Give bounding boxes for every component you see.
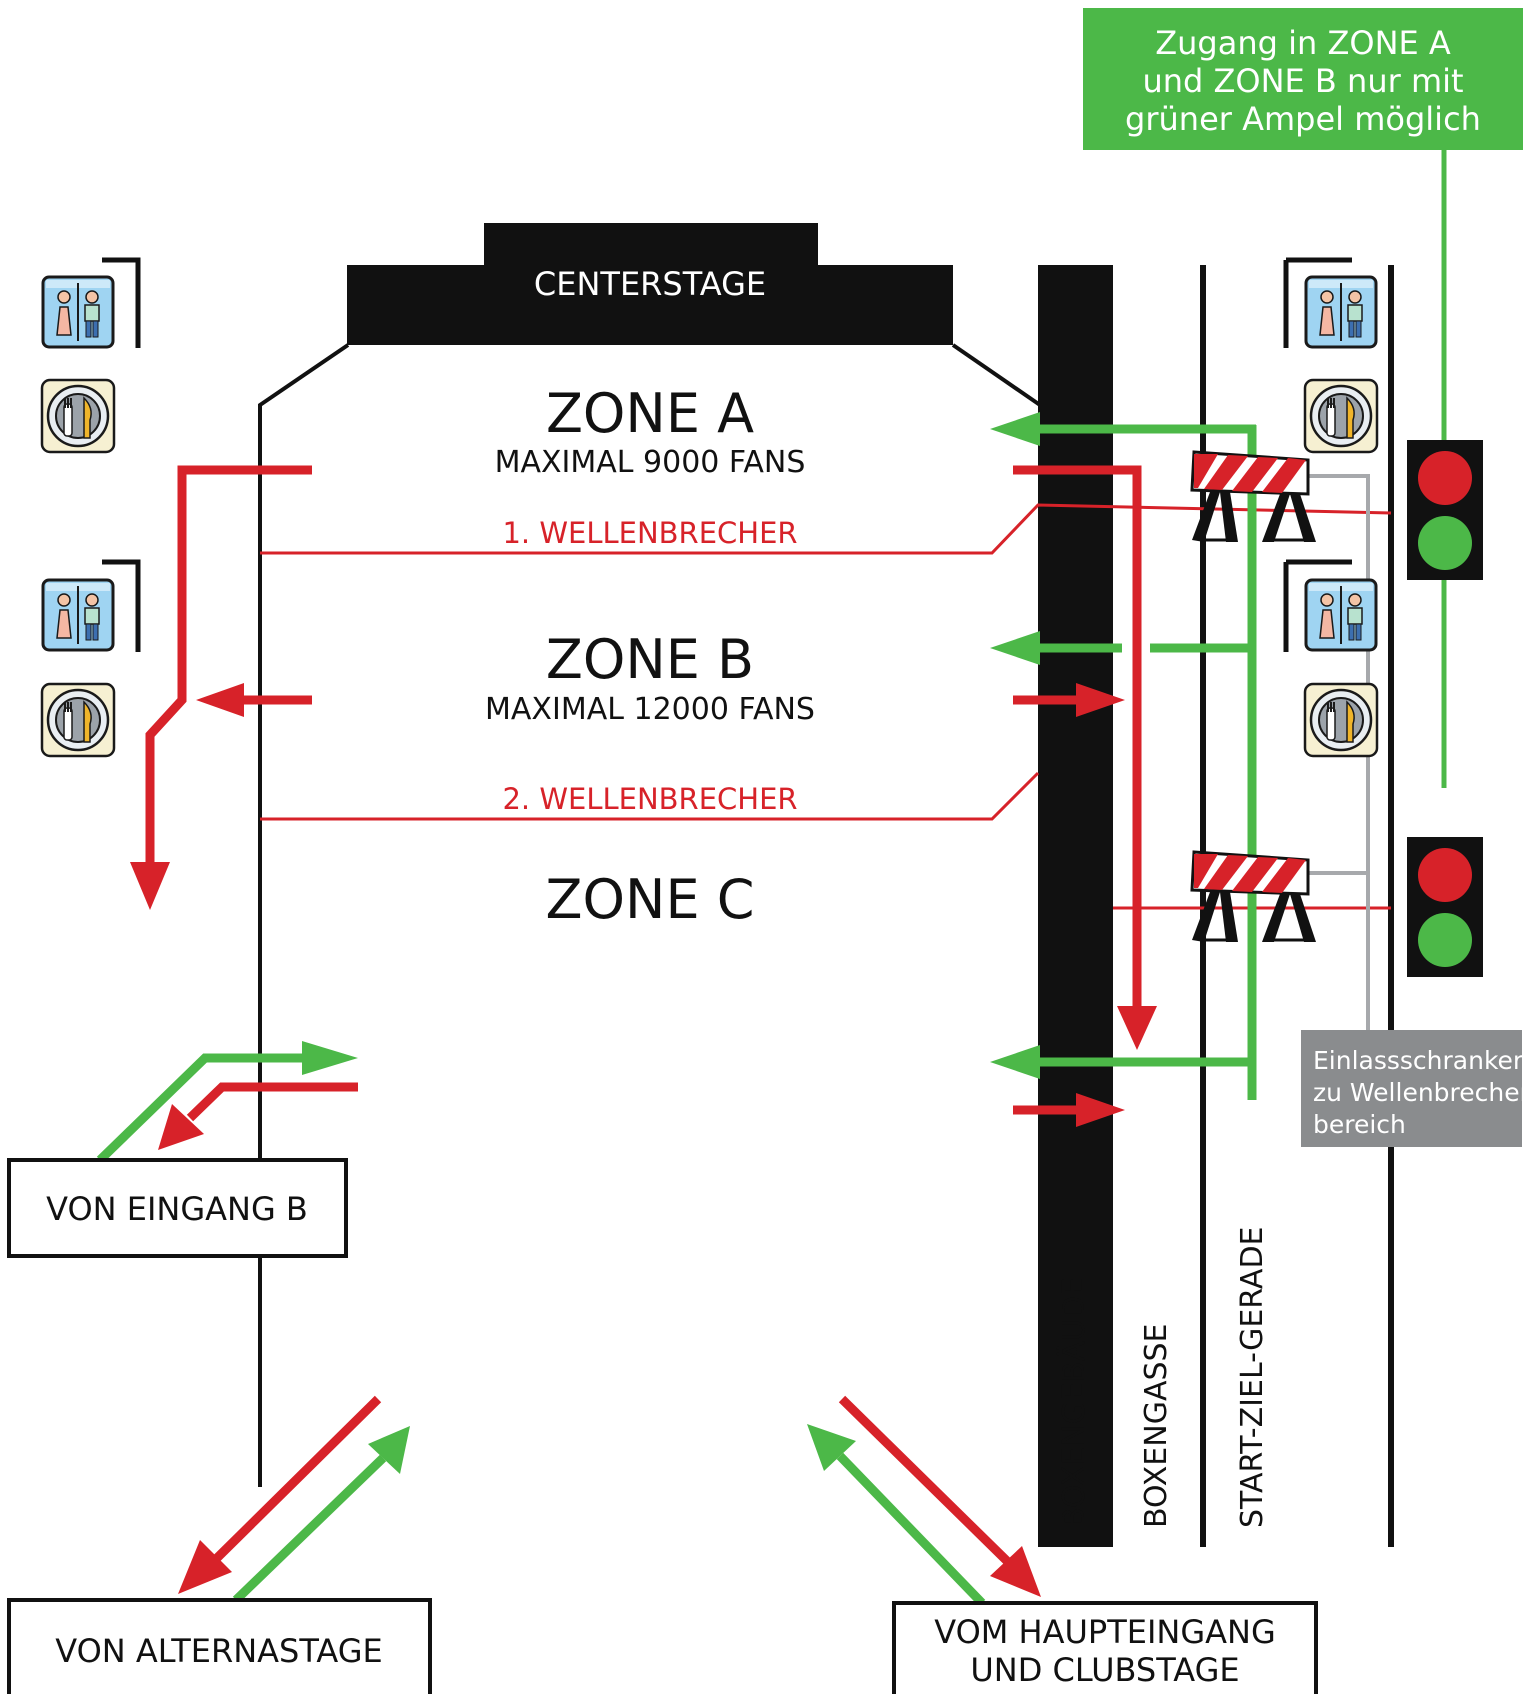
toilet-icon — [1304, 578, 1378, 652]
boxengasse-label: BOXENGASSE — [1139, 1323, 1174, 1528]
centerstage-label: CENTERSTAGE — [534, 265, 766, 303]
green-note-line-3: grüner Ampel möglich — [1125, 100, 1481, 138]
entrance-alternastage-label: VON ALTERNASTAGE — [55, 1632, 382, 1670]
start-ziel-gerade-label: START-ZIEL-GERADE — [1235, 1227, 1270, 1529]
exit-route-alternastage — [211, 1395, 382, 1564]
entrance-eingang-b-label: VON EINGANG B — [46, 1190, 308, 1228]
exit-arrowhead-alternastage — [178, 1540, 232, 1594]
green-access-a-head — [990, 412, 1040, 446]
zone-b-exit-right-head — [1076, 683, 1125, 717]
entry-arrowhead-haupteingang — [807, 1424, 856, 1471]
zone-c-title: ZONE C — [546, 868, 755, 931]
green-access-c-head — [990, 1045, 1040, 1079]
toilet-icon — [41, 275, 115, 349]
green-note-line-2: und ZONE B nur mit — [1142, 62, 1463, 100]
green-note-line-1: Zugang in ZONE A — [1155, 24, 1451, 62]
entrance-box-haupteingang: VOM HAUPTEINGANG UND CLUBSTAGE — [892, 1601, 1318, 1694]
gray-note-line-2: zu Wellenbrecher- — [1313, 1078, 1526, 1107]
entry-arrowhead-alternastage — [368, 1426, 410, 1474]
wellenbrecher-1-line — [260, 503, 1392, 555]
entry-route-eingang-b — [96, 1053, 305, 1164]
exit-arrowhead-right — [1117, 1006, 1157, 1050]
exit-route-eingang-b — [186, 1082, 358, 1122]
exit-arrowhead-left — [130, 862, 170, 910]
green-access-note: Zugang in ZONE A und ZONE B nur mit grün… — [1083, 8, 1523, 150]
entrance-box-eingang-b: VON EINGANG B — [7, 1158, 348, 1258]
exit-arrowhead-haupteingang — [990, 1546, 1041, 1597]
toilet-icon — [1304, 275, 1378, 349]
gate-control-line — [1305, 474, 1370, 1030]
exit-route-right — [1013, 465, 1142, 1010]
traffic-light-icon — [1407, 440, 1483, 580]
restaurant-icon — [40, 682, 116, 758]
venue-outline-right — [951, 343, 1042, 407]
gray-note-line-3: bereich — [1313, 1110, 1406, 1139]
zone-a-capacity: MAXIMAL 9000 FANS — [495, 445, 806, 480]
toilet-icon — [41, 578, 115, 652]
entry-arrowhead-eingang-b — [302, 1041, 358, 1075]
zone-c-exit-right-head — [1076, 1093, 1125, 1127]
exit-arrowhead-eingang-b — [158, 1104, 204, 1150]
green-access-b-head — [990, 631, 1040, 665]
entry-route-haupteingang — [836, 1452, 986, 1607]
corner-bracket — [102, 257, 1352, 652]
restaurant-icon — [1303, 682, 1379, 758]
boxengebaeude-label: BOXENGEBÄUDE — [1056, 1277, 1092, 1528]
entrance-haupteingang-line-2: UND CLUBSTAGE — [970, 1651, 1239, 1689]
exit-route-left — [145, 465, 312, 865]
gray-note-line-1: Einlassschranken — [1313, 1046, 1526, 1075]
traffic-light-icon — [1407, 837, 1483, 977]
zone-b-capacity: MAXIMAL 12000 FANS — [485, 692, 815, 727]
zone-b-exit-left-head — [196, 683, 244, 717]
wellenbrecher-2-line — [260, 771, 1040, 821]
zone-a-title: ZONE A — [546, 382, 754, 445]
exit-route-haupteingang — [838, 1395, 1012, 1566]
venue-outline-left — [258, 343, 350, 1487]
wellenbrecher-2-label: 2. WELLENBRECHER — [502, 782, 797, 816]
zone-b-title: ZONE B — [546, 628, 754, 691]
wellenbrecher-1-label: 1. WELLENBRECHER — [502, 516, 797, 550]
restaurant-icon — [1303, 378, 1379, 454]
entry-route-alternastage — [232, 1454, 387, 1604]
boxengebaeude — [1038, 265, 1113, 1547]
centerstage: CENTERSTAGE — [347, 223, 953, 345]
entrance-haupteingang-line-1: VOM HAUPTEINGANG — [934, 1613, 1276, 1651]
gate-info-note: Einlassschranken zu Wellenbrecher- berei… — [1301, 1030, 1526, 1147]
restaurant-icon — [40, 378, 116, 454]
entrance-box-alternastage: VON ALTERNASTAGE — [7, 1598, 432, 1694]
